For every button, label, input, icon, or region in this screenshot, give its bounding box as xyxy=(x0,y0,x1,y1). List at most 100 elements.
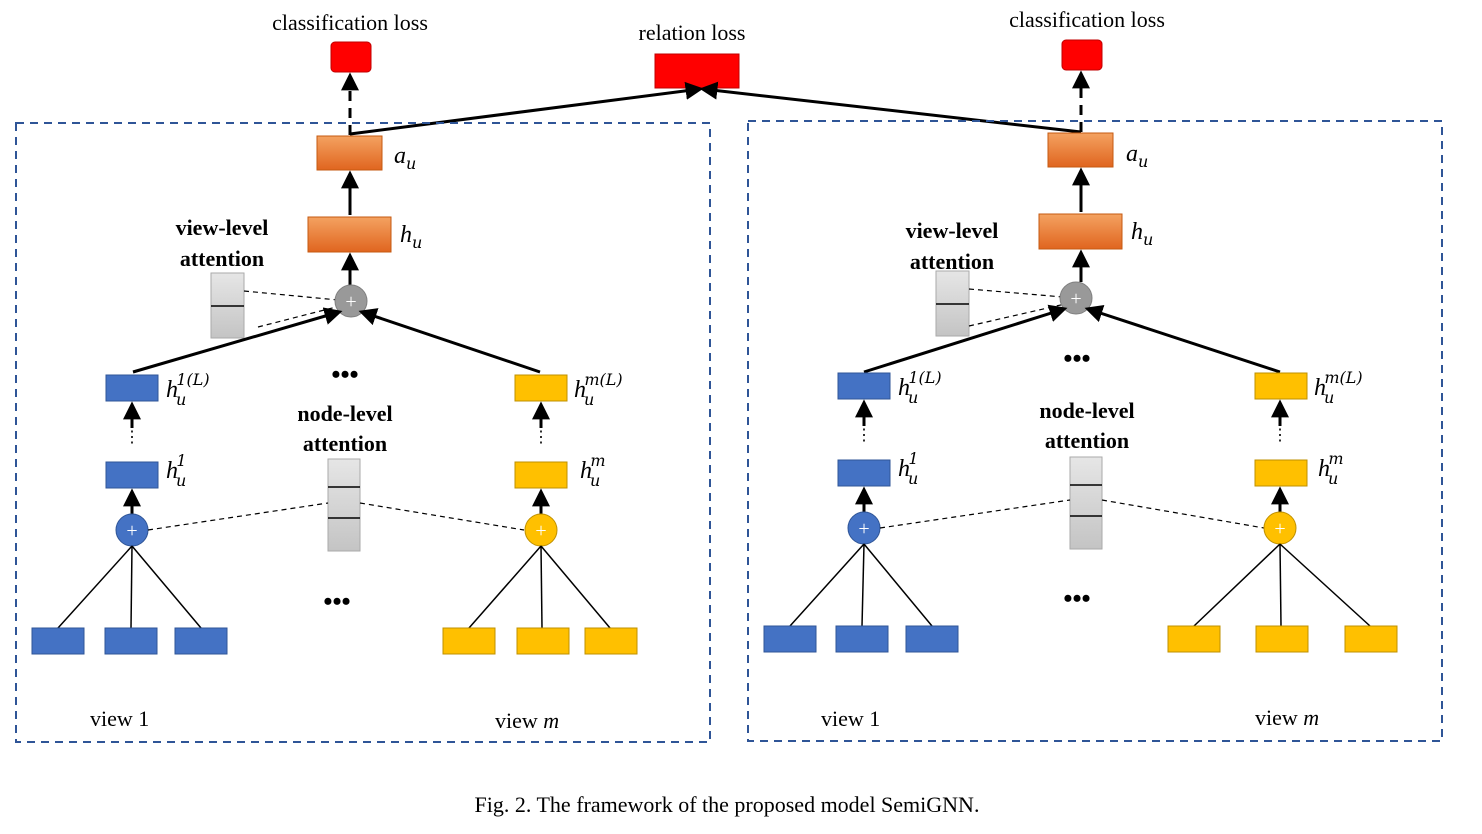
view1-label: view 1 xyxy=(90,706,149,731)
a-u-label: au xyxy=(394,143,416,173)
a-u-label: au xyxy=(1126,141,1148,171)
neighbor-node xyxy=(835,625,889,653)
attention-link xyxy=(243,290,339,301)
h-u-label: hu xyxy=(1131,219,1153,249)
neighbor-node xyxy=(104,627,158,655)
attention-link xyxy=(968,288,1064,298)
right-panel: au hu view-level attention + ••• hu1(L) … xyxy=(763,132,1398,731)
ellipsis-mid: ••• xyxy=(331,360,358,389)
hm-box xyxy=(1254,459,1308,487)
neighbor-edge xyxy=(1193,543,1281,627)
viewm-to-agg-edge xyxy=(358,308,541,374)
neighbor-edge xyxy=(861,543,865,627)
a-u-box xyxy=(1047,132,1114,168)
ellipsis-bottom: ••• xyxy=(323,587,350,616)
view-level-attention-label-2: attention xyxy=(910,249,994,274)
plus-icon: + xyxy=(858,518,869,540)
node-level-attention-label-1: node-level xyxy=(1039,398,1134,423)
hm-label: hum xyxy=(1318,449,1343,488)
relation-loss-box xyxy=(654,53,740,89)
ellipsis-mid: ••• xyxy=(1063,344,1090,373)
neighbor-node xyxy=(1344,625,1398,653)
view-level-attention-label-1: view-level xyxy=(176,215,269,240)
relation-loss-label: relation loss xyxy=(639,20,746,45)
classification-loss-left-label: classification loss xyxy=(272,10,428,35)
neighbor-node xyxy=(442,627,496,655)
view-level-attention-label-1: view-level xyxy=(906,218,999,243)
node-level-attention-label-1: node-level xyxy=(297,401,392,426)
neighbor-edge xyxy=(130,545,133,629)
neighbor-node xyxy=(584,627,638,655)
view1-to-agg-edge xyxy=(863,304,1068,374)
neighbor-node xyxy=(905,625,959,653)
h1-box xyxy=(837,459,891,487)
neighbor-node xyxy=(31,627,85,655)
a-u-box xyxy=(316,135,383,171)
h1L-box xyxy=(105,374,159,402)
h1L-box xyxy=(837,372,891,400)
left-panel: au hu view-level attention + ••• hu1(L) … xyxy=(31,135,638,733)
view1-to-agg-edge xyxy=(132,307,343,374)
right-panel-border xyxy=(747,120,1443,742)
neighbor-edge xyxy=(540,545,611,629)
view-aggregation-node xyxy=(1059,281,1093,315)
plus-icon: + xyxy=(1070,288,1081,310)
vertical-ellipsis: ⋮ xyxy=(533,429,549,446)
h1L-label: hu1(L) xyxy=(166,370,210,409)
h1L-label: hu1(L) xyxy=(898,368,942,407)
hmL-box xyxy=(514,374,568,402)
attention-link xyxy=(359,502,525,531)
figure-caption: Fig. 2. The framework of the proposed mo… xyxy=(475,792,980,817)
neighbor-node xyxy=(516,627,570,655)
hm-box xyxy=(514,461,568,489)
classification-loss-right-label: classification loss xyxy=(1009,7,1165,32)
neighbor-node xyxy=(763,625,817,653)
vertical-ellipsis: ⋮ xyxy=(124,429,140,446)
view1-label: view 1 xyxy=(821,706,880,731)
node-level-attention-vector xyxy=(327,458,361,552)
vertical-ellipsis: ⋮ xyxy=(1272,427,1288,444)
h-u-label: hu xyxy=(400,222,422,252)
h-u-box xyxy=(307,216,392,253)
left-relation-edge xyxy=(349,81,704,136)
neighbor-edge xyxy=(57,545,133,629)
vertical-ellipsis: ⋮ xyxy=(856,427,872,444)
attention-link xyxy=(147,502,329,531)
classification-loss-right-box xyxy=(1061,39,1103,71)
hmL-label: hum(L) xyxy=(1314,368,1363,407)
plus-icon: + xyxy=(345,291,356,313)
left-panel-border xyxy=(15,122,711,743)
neighbor-node xyxy=(1167,625,1221,653)
hmL-box xyxy=(1254,372,1308,400)
node-level-attention-vector xyxy=(1069,456,1103,550)
h-u-box xyxy=(1038,213,1123,250)
neighbor-edge xyxy=(468,545,542,629)
right-relation-edge xyxy=(699,81,1082,134)
attention-link xyxy=(1101,499,1265,529)
h1-box xyxy=(105,461,159,489)
hm-label: hum xyxy=(580,451,605,490)
node-level-attention-label-2: attention xyxy=(1045,428,1129,453)
h1-label: hu1 xyxy=(166,451,187,490)
plus-icon: + xyxy=(126,520,137,542)
plus-icon: + xyxy=(535,520,546,542)
neighbor-edge xyxy=(1279,543,1282,627)
neighbor-edge xyxy=(863,543,933,627)
viewm-label: view m xyxy=(1255,705,1319,730)
neighbor-edge xyxy=(789,543,865,627)
neighbor-node xyxy=(174,627,228,655)
neighbor-edge xyxy=(131,545,202,629)
h1-label: hu1 xyxy=(898,449,919,488)
neighbor-node xyxy=(1255,625,1309,653)
viewm-label: view m xyxy=(495,708,559,733)
node-level-attention-label-2: attention xyxy=(303,431,387,456)
classification-loss-left-box xyxy=(330,41,372,73)
hmL-label: hum(L) xyxy=(574,370,623,409)
plus-icon: + xyxy=(1274,518,1285,540)
neighbor-edge xyxy=(540,545,543,629)
viewm-to-agg-edge xyxy=(1084,304,1281,374)
ellipsis-bottom: ••• xyxy=(1063,584,1090,613)
view-level-attention-label-2: attention xyxy=(180,246,264,271)
neighbor-edge xyxy=(1279,543,1371,627)
